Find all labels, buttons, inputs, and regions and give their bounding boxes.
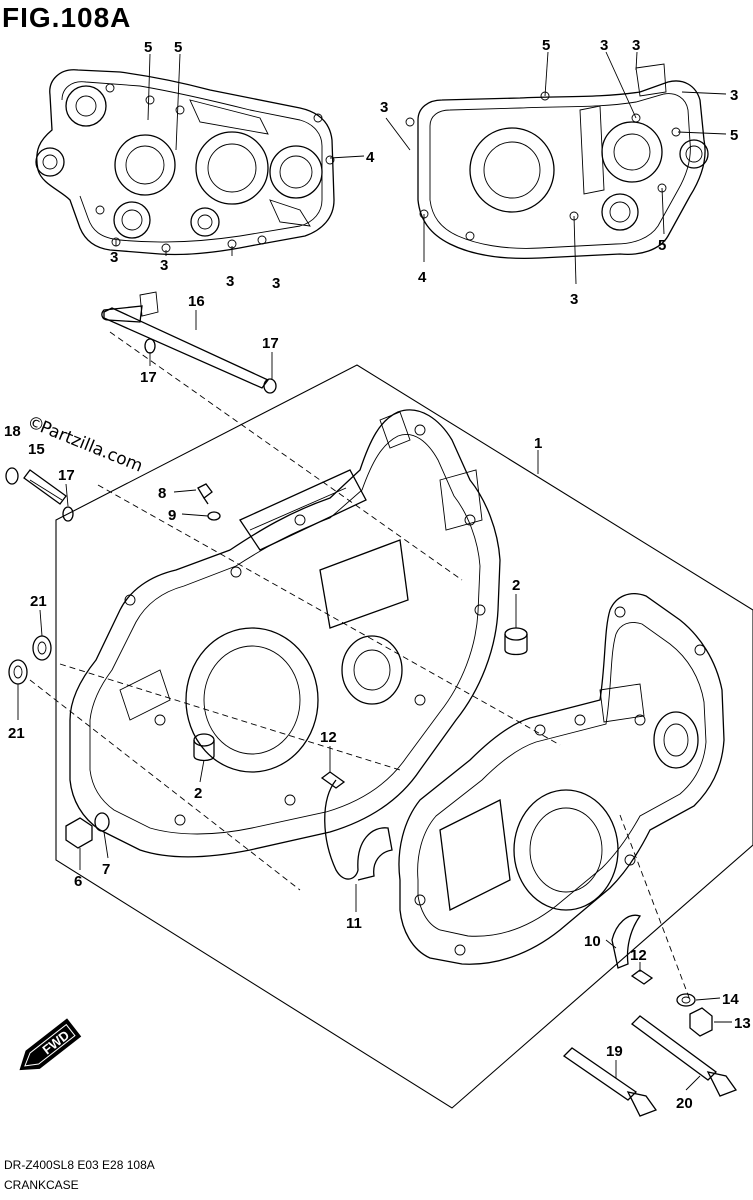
callout-3: 3 — [272, 275, 280, 292]
callout-5: 5 — [542, 37, 550, 54]
crankcase-right-outer-view — [405, 63, 709, 260]
callout-2: 2 — [194, 785, 202, 802]
callout-17: 17 — [262, 335, 279, 352]
leader-lines — [17, 51, 732, 1091]
pin-15 — [5, 467, 74, 522]
plug-13 — [689, 1007, 713, 1037]
callout-12: 12 — [630, 947, 647, 964]
callout-5: 5 — [174, 39, 182, 56]
callout-3: 3 — [632, 37, 640, 54]
callout-2: 2 — [512, 577, 520, 594]
plug-6 — [65, 817, 93, 849]
callout-3: 3 — [380, 99, 388, 116]
gasket-7 — [94, 812, 110, 832]
crankcase-left-outer-view — [35, 69, 335, 256]
callout-12: 12 — [320, 729, 337, 746]
callout-3: 3 — [600, 37, 608, 54]
callout-9: 9 — [168, 507, 176, 524]
callout-3: 3 — [730, 87, 738, 104]
callout-18: 18 — [4, 423, 21, 440]
callout-numbers: 5 5 4 3 3 3 3 5 3 3 3 3 5 5 4 3 16 17 17… — [4, 37, 751, 1112]
callout-7: 7 — [102, 861, 110, 878]
callout-19: 19 — [606, 1043, 623, 1060]
bolt-12-lower — [630, 969, 654, 985]
callout-21: 21 — [30, 593, 47, 610]
callout-10: 10 — [584, 933, 601, 950]
dowel-pin-2-upper — [504, 627, 528, 656]
gasket-11 — [324, 779, 393, 881]
callout-4: 4 — [418, 269, 427, 286]
model-code: DR-Z400SL8 E03 E28 108A — [4, 1158, 155, 1172]
callout-1: 1 — [534, 435, 542, 452]
seal-21-lower — [8, 659, 28, 685]
gasket-10 — [611, 914, 642, 969]
callout-3: 3 — [570, 291, 578, 308]
callout-5: 5 — [658, 237, 666, 254]
callout-20: 20 — [676, 1095, 693, 1112]
assembly-box-outline — [55, 364, 753, 1109]
crankcase-right-half-1 — [398, 593, 725, 965]
callout-17: 17 — [140, 369, 157, 386]
callout-13: 13 — [734, 1015, 751, 1032]
watermark-text: Partzilla.com — [37, 417, 145, 476]
figure-title: FIG.108A — [2, 2, 132, 33]
bolt-19 — [562, 1047, 658, 1117]
callout-8: 8 — [158, 485, 166, 502]
fwd-arrow: FWD — [19, 1018, 82, 1071]
callout-17: 17 — [58, 467, 75, 484]
bolt-8 — [197, 483, 213, 505]
callout-5: 5 — [144, 39, 152, 56]
seal-21-upper — [32, 635, 52, 661]
callout-15: 15 — [28, 441, 45, 458]
callout-3: 3 — [110, 249, 118, 266]
crankcase-left-half-1 — [69, 409, 501, 858]
callout-5: 5 — [730, 127, 738, 144]
washer-14 — [676, 993, 696, 1007]
section-name: CRANKCASE — [4, 1178, 79, 1192]
bolt-12-upper — [320, 771, 346, 789]
callout-6: 6 — [74, 873, 82, 890]
callout-4: 4 — [366, 149, 375, 166]
callout-3: 3 — [160, 257, 168, 274]
callout-14: 14 — [722, 991, 739, 1008]
callout-11: 11 — [346, 915, 362, 932]
washer-9 — [207, 511, 221, 521]
alignment-dashed-lines — [29, 331, 691, 1001]
callout-3: 3 — [226, 273, 234, 290]
bolt-20 — [631, 1015, 738, 1097]
callout-21: 21 — [8, 725, 25, 742]
callout-16: 16 — [188, 293, 205, 310]
watermark-mark: © — [24, 412, 47, 437]
